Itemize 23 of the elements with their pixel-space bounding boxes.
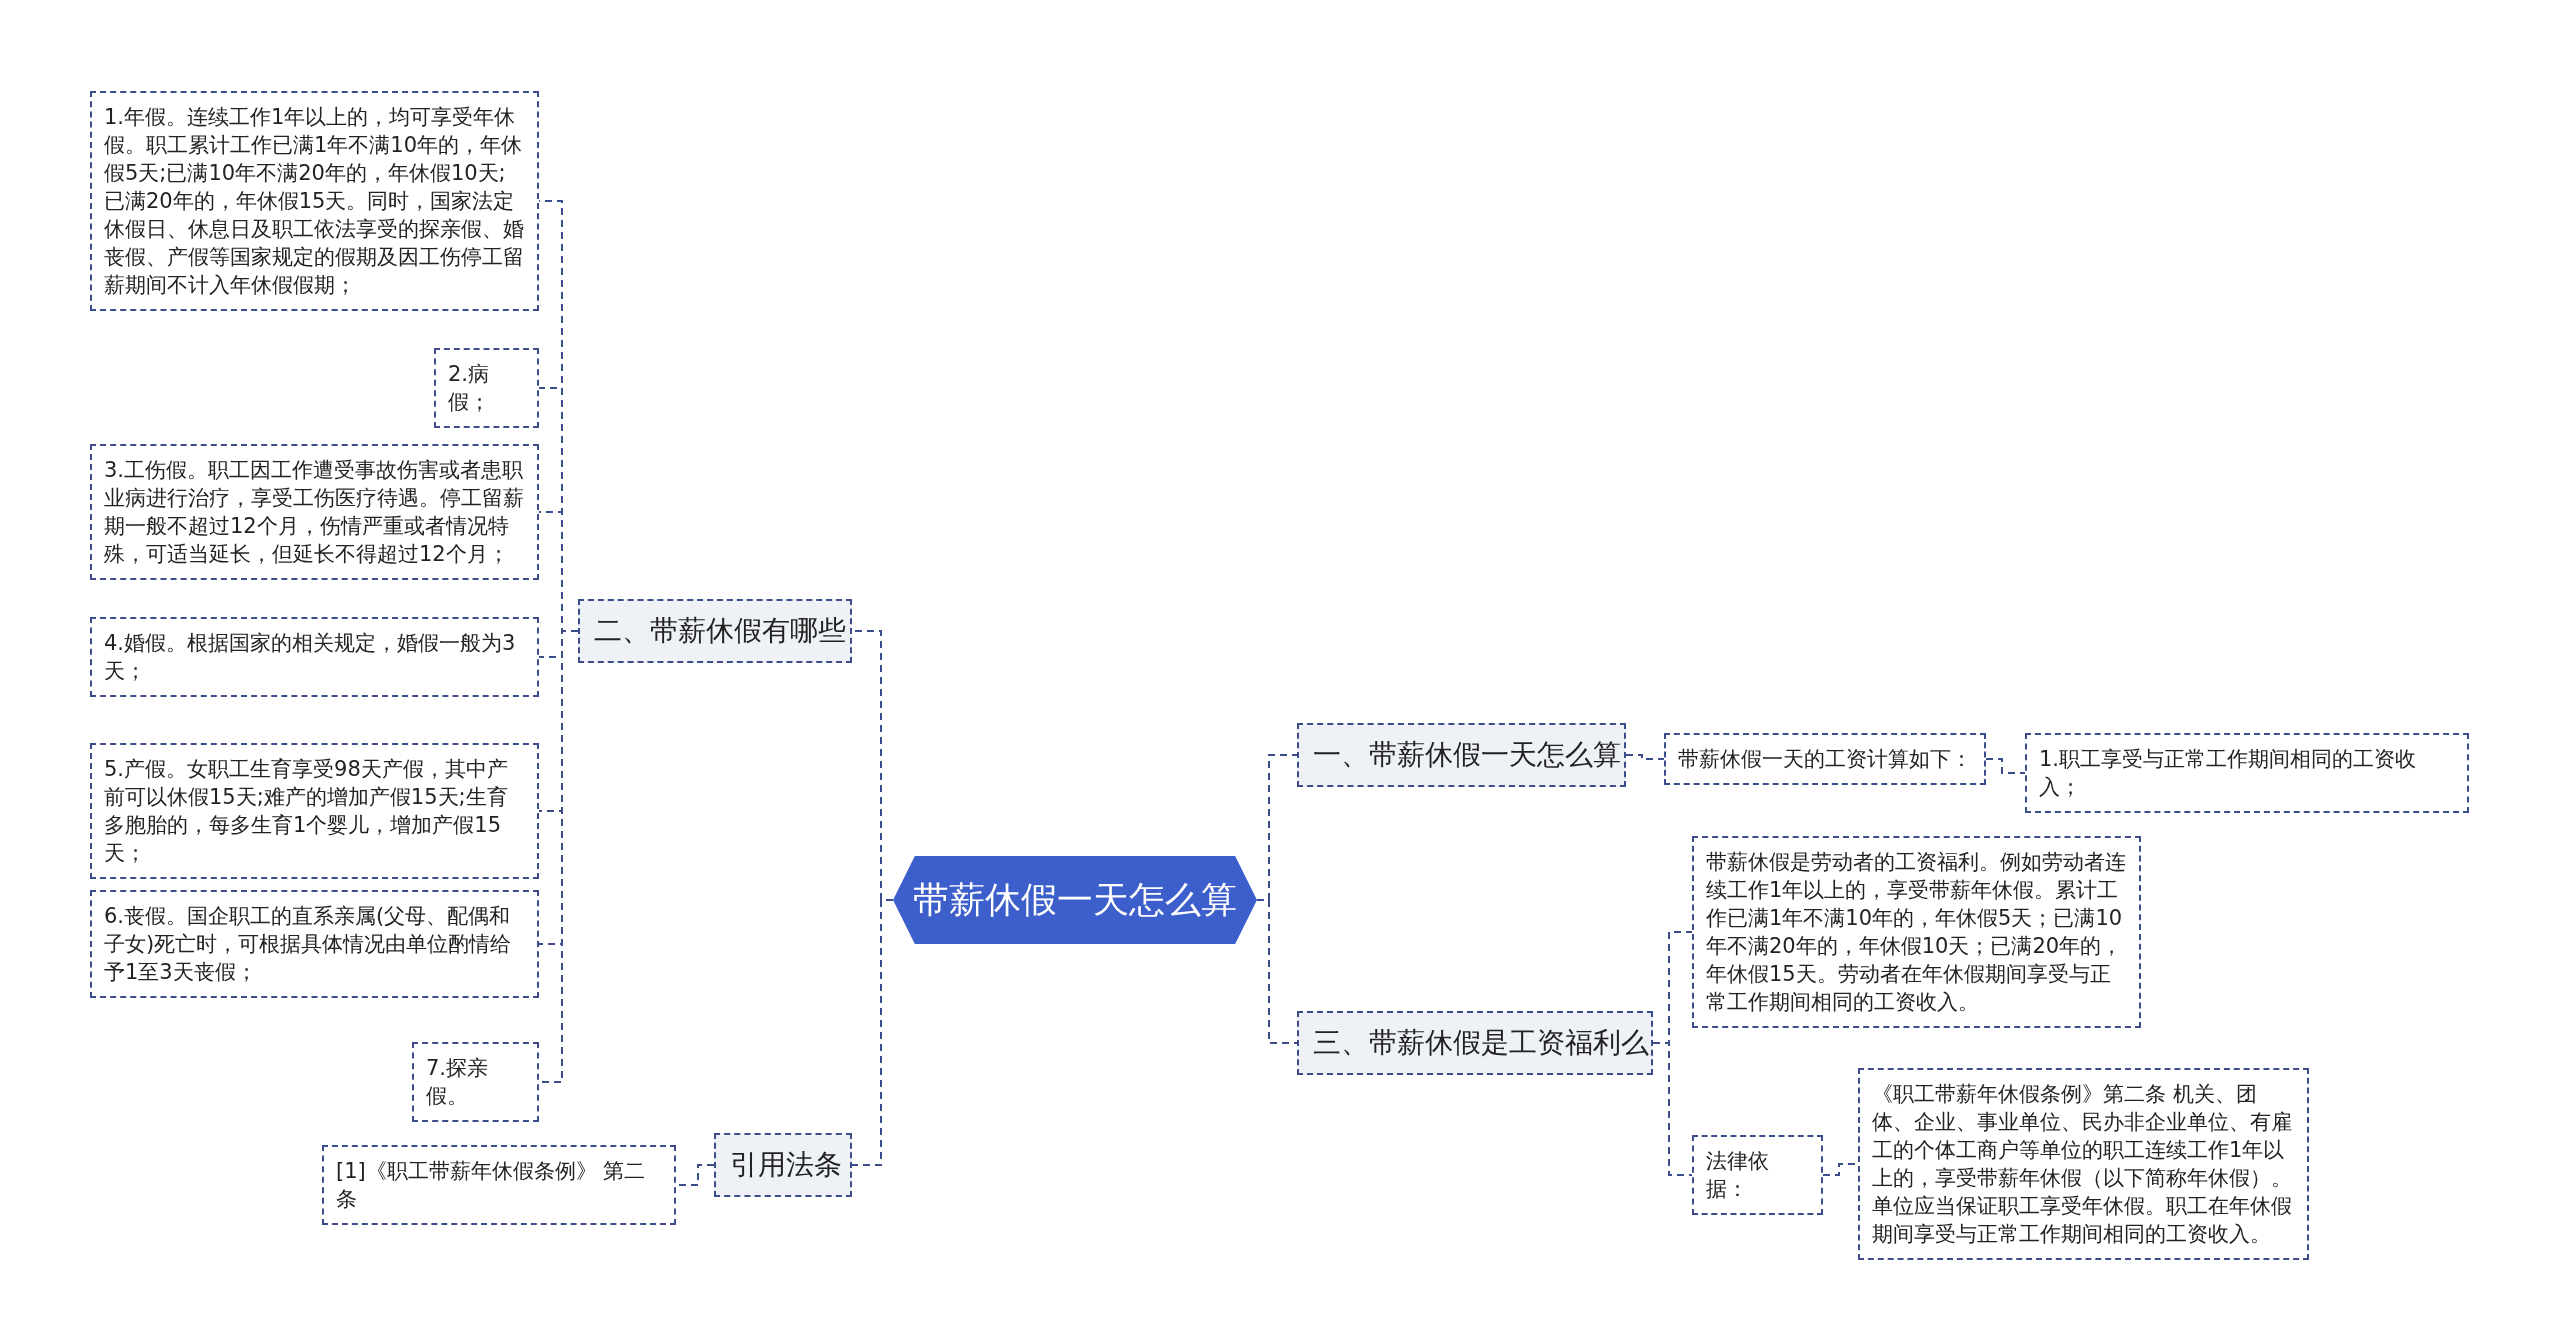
- connector-line: [1256, 899, 1298, 1044]
- note-box: 3.工伤假。职工因工作遭受事故伤害或者患职业病进行治疗，享受工伤医疗待遇。停工留薪期一般不超过12个月，伤情严重或者情况特殊，可适当延长，但延长不得超过12个月；: [90, 444, 539, 580]
- topic-box: 引用法条: [714, 1133, 852, 1197]
- topic-box: 三、带薪休假是工资福利么: [1297, 1011, 1653, 1075]
- topic-box: 二、带薪休假有哪些: [578, 599, 852, 663]
- connector-line: [1652, 1042, 1693, 1176]
- note-box: 5.产假。女职工生育享受98天产假，其中产前可以休假15天;难产的增加产假15天;生育多胞胎的，每多生育1个婴儿，增加产假15天；: [90, 743, 539, 879]
- connector-line: [851, 899, 894, 1166]
- connector-line: [1985, 758, 2026, 774]
- note-box: 2.病假；: [434, 348, 539, 428]
- note-box: 1.年假。连续工作1年以上的，均可享受年休假。职工累计工作已满1年不满10年的，年休假5天;已满10年不满20年的，年休假10天;已满20年的，年休假15天。同时，国家法定休假日、休息日及职工依法享受的探亲假、婚丧假、产假等国家规定的假期及因工伤停工留薪期间不计入年休假假期；: [90, 91, 539, 311]
- topic-box: 一、带薪休假一天怎么算: [1297, 723, 1626, 787]
- note-box: 法律依据：: [1692, 1135, 1823, 1215]
- note-box: 7.探亲假。: [412, 1042, 539, 1122]
- note-box: 1.职工享受与正常工作期间相同的工资收入；: [2025, 733, 2469, 813]
- topic-hexagon: 带薪休假一天怎么算: [893, 856, 1257, 944]
- connector-line: [1625, 754, 1665, 760]
- note-box: 《职工带薪年休假条例》第二条 机关、团体、企业、事业单位、民办非企业单位、有雇工的个体工商户等单位的职工连续工作1年以上的，享受带薪年休假（以下简称年休假）。单位应当保证职工享受年休假。职工在年休假期间享受与正常工作期间相同的工资收入。: [1858, 1068, 2309, 1260]
- note-box: 带薪休假一天的工资计算如下：: [1664, 733, 1986, 785]
- note-box: 6.丧假。国企职工的直系亲属(父母、配偶和子女)死亡时，可根据具体情况由单位酌情给予1至3天丧假；: [90, 890, 539, 998]
- note-box: 4.婚假。根据国家的相关规定，婚假一般为3天；: [90, 617, 539, 697]
- note-box: [1]《职工带薪年休假条例》 第二条: [322, 1145, 676, 1225]
- note-box: 带薪休假是劳动者的工资福利。例如劳动者连续工作1年以上的，享受带薪年休假。累计工作已满1年不满10年的，年休假5天；已满10年不满20年的，年休假10天；已满20年的，年休假15天。劳动者在年休假期间享受与正常工作期间相同的工资收入。: [1692, 836, 2141, 1028]
